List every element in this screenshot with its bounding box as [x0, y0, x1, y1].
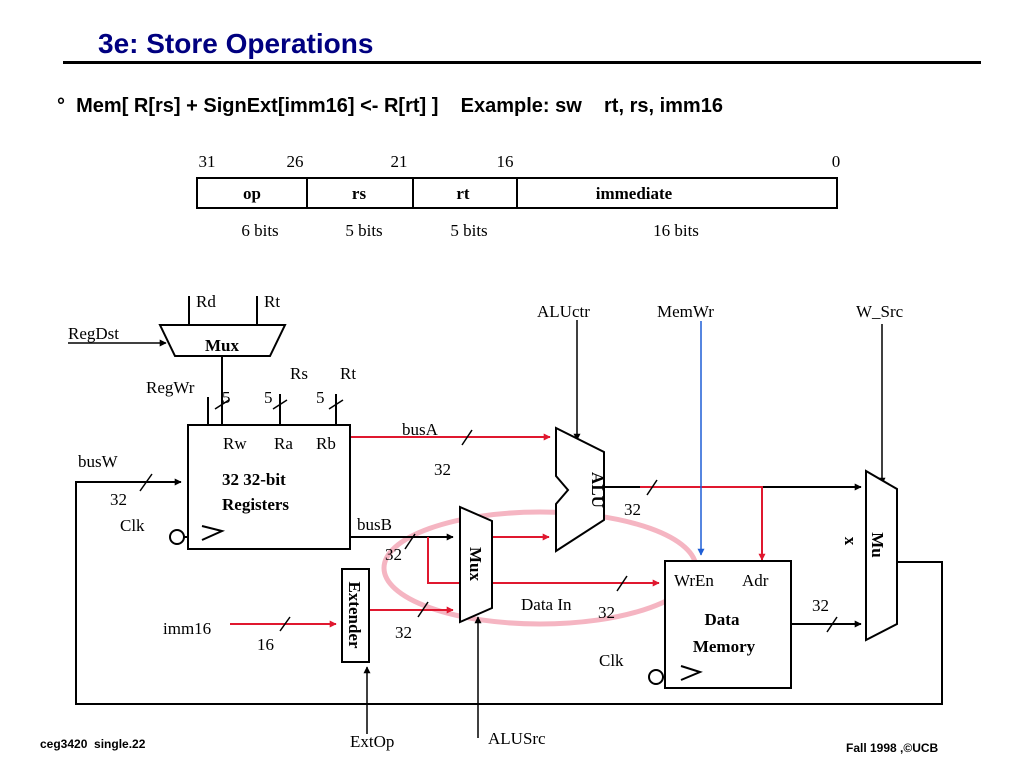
memory-clk-label: Clk [599, 651, 624, 670]
clock-triangle [201, 525, 226, 541]
alu [555, 426, 605, 553]
busa-width: 32 [434, 460, 451, 479]
memory-out-width: 32 [812, 596, 829, 615]
output-mux [865, 469, 898, 642]
memory-line2: Memory [693, 637, 756, 656]
busb-label: busB [357, 515, 392, 534]
memory-clk-bubble [648, 669, 664, 685]
field-rs: rs [352, 184, 367, 203]
port-rw: Rw [223, 434, 247, 453]
port-ra: Ra [274, 434, 293, 453]
regdst-mux-group: Rd Rt Mux RegDst [68, 292, 287, 425]
port-rb: Rb [316, 434, 336, 453]
bullet-symbol: ° [57, 95, 65, 117]
slash-rb [328, 399, 344, 410]
output-mux-label-a: Mu [868, 532, 887, 558]
slide-title: 3e: Store Operations [98, 28, 374, 59]
clk-bubble [169, 529, 185, 545]
datain-label: Data In [521, 595, 572, 614]
w-src-label: W_Src [856, 302, 904, 321]
aluctr-label: ALUctr [537, 302, 590, 321]
slash-busb [404, 533, 416, 550]
busa-label: busA [402, 420, 439, 439]
alusrc-group: busB 32 Data In 32 Mux ALUSrc Extender 3… [163, 505, 660, 751]
field-rt: rt [456, 184, 470, 203]
slash-busa [461, 429, 473, 446]
field-op-width: 6 bits [241, 221, 278, 240]
adr-label: Adr [742, 571, 769, 590]
field-immediate-width: 16 bits [653, 221, 699, 240]
output-mux-label-b: x [841, 537, 860, 546]
regfile-line1: 32 32-bit [222, 470, 286, 489]
busw-label: busW [78, 452, 119, 471]
bit-position-26: 26 [287, 152, 304, 171]
regdst-label: RegDst [68, 324, 119, 343]
slash-memory-out [826, 616, 838, 633]
regfile-line2: Registers [222, 495, 289, 514]
busb-width: 32 [385, 545, 402, 564]
extender [341, 568, 370, 663]
imm16-width: 16 [257, 635, 274, 654]
output-mux-group: W_Src Mu x [841, 302, 904, 642]
slash-datain [616, 575, 628, 592]
extop-label: ExtOp [350, 732, 394, 751]
data-memory-group: MemWr WrEn Adr Data Memory Clk 32 [599, 302, 862, 689]
field-rs-width: 5 bits [345, 221, 382, 240]
bullet-text: Mem[ R[rs] + SignExt[imm16] <- R[rt] ] E… [76, 95, 723, 117]
wren-label: WrEn [674, 571, 714, 590]
width-label-ra: 5 [264, 388, 273, 407]
busw-width: 32 [110, 490, 127, 509]
field-immediate: immediate [596, 184, 673, 203]
alu-result-to-adr [640, 486, 766, 561]
bit-position-16: 16 [497, 152, 514, 171]
title-underline [63, 61, 981, 64]
rt-label: Rt [340, 364, 356, 383]
memory-line1: Data [705, 610, 740, 629]
bit-position-31: 31 [199, 152, 216, 171]
regdst-mux [158, 324, 287, 357]
memwr-label: MemWr [657, 302, 714, 321]
regdst-mux-label: Mux [205, 336, 240, 355]
alusrc-mux-label: Mux [466, 547, 485, 582]
rd-label: Rd [196, 292, 216, 311]
bullet-item: ° Mem[ R[rs] + SignExt[imm16] <- R[rt] ]… [57, 95, 723, 118]
bit-position-21: 21 [391, 152, 408, 171]
busw-loop: busW 32 [75, 452, 943, 705]
alu-group: busA 32 ALUctr ALU 32 [351, 302, 862, 561]
footer-right: Fall 1998 ,©UCB [846, 741, 939, 755]
slash-alu-result [646, 479, 658, 496]
width-label-rw: 5 [222, 388, 231, 407]
alusrc-label: ALUSrc [488, 729, 546, 748]
rs-label: Rs [290, 364, 308, 383]
field-op: op [243, 184, 261, 203]
regwr-label: RegWr [146, 378, 195, 397]
footer-left: ceg3420 single.22 [40, 737, 146, 751]
extender-label: Extender [345, 581, 364, 649]
alusrc-mux [459, 505, 493, 624]
clk-label: Clk [120, 516, 145, 535]
register-file-group: RegWr Rs Rt 5 5 5 Rw Ra Rb 32 32-bit Reg… [120, 364, 356, 550]
field-rt-width: 5 bits [450, 221, 487, 240]
memory-clock-triangle [680, 665, 703, 681]
busb-to-datain [427, 537, 660, 587]
slash-imm16 [279, 616, 291, 632]
alu-result-width: 32 [624, 500, 641, 519]
alu-label: ALU [588, 472, 607, 508]
slash-ra [272, 399, 288, 410]
busw-wire [75, 478, 943, 705]
slash-extender [417, 601, 429, 618]
slash-busw [139, 473, 153, 492]
rt-label-top: Rt [264, 292, 280, 311]
imm16-label: imm16 [163, 619, 211, 638]
width-label-rb: 5 [316, 388, 325, 407]
bit-position-0: 0 [832, 152, 841, 171]
instruction-format: 31 26 21 16 0 op rs rt immediate 6 bits … [196, 152, 841, 240]
datain-width: 32 [598, 603, 615, 622]
slash-rw [214, 399, 230, 410]
extender-out-width: 32 [395, 623, 412, 642]
